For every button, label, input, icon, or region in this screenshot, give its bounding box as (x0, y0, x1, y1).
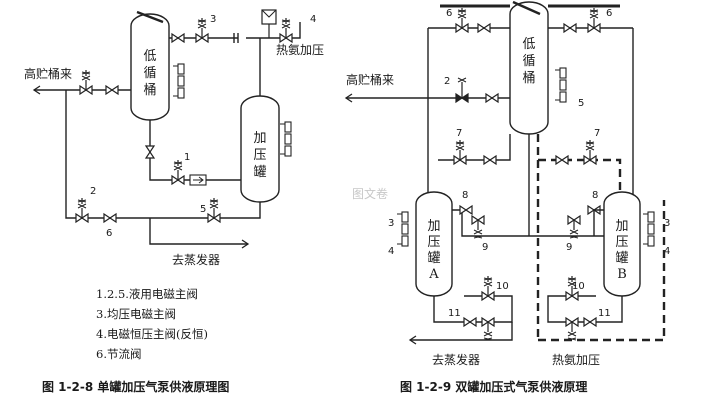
solenoid-valve-11-icon (565, 317, 579, 341)
solenoid-valve-11-icon (481, 317, 495, 341)
solenoid-valve-1-icon (171, 159, 185, 185)
hot-ammonia-label: 热氨加压 (552, 353, 600, 367)
tank-b-label-4: B (617, 267, 627, 282)
valve-number-3: 3 (210, 14, 216, 25)
solenoid-valve-6-icon (455, 7, 469, 33)
solenoid-valve-6-icon (587, 7, 601, 33)
check-valve-icon (583, 317, 597, 327)
level-switch-icon (396, 211, 409, 247)
tank-a-label-1: 加 (427, 219, 440, 234)
outlet-label: 去蒸发器 (432, 352, 480, 367)
figure-left: 低 循 桶 加 压 罐 3 4 热氨加压 高贮桶来 (24, 9, 324, 394)
valve-number-4: 4 (664, 246, 670, 257)
valve-number-4: 4 (310, 14, 316, 25)
low-circ-label-2: 循 (143, 66, 156, 81)
check-valve-icon (555, 155, 569, 165)
solenoid-valve-2-icon (75, 197, 89, 223)
valve-number-11: 11 (448, 308, 461, 319)
tank-b-label-1: 加 (615, 219, 628, 234)
outlet-label: 去蒸发器 (172, 252, 220, 267)
solenoid-valve-7-icon (453, 139, 467, 165)
press-tank-label-3: 罐 (253, 165, 266, 180)
valve-number-5: 5 (578, 98, 584, 109)
valve-number-3: 3 (664, 218, 670, 229)
press-tank-label-2: 压 (253, 148, 266, 163)
valve-number-5: 5 (200, 204, 206, 215)
check-valve-icon (145, 145, 155, 159)
valve-number-4: 4 (388, 246, 394, 257)
legend-item: 1.2.5.液用电磁主阀 (96, 287, 198, 301)
tank-a-label-2: 压 (427, 235, 440, 250)
inlet-label: 高贮桶来 (24, 66, 72, 81)
level-switch-icon (642, 211, 655, 247)
valve-number-10: 10 (572, 281, 585, 292)
solenoid-valve-9-icon (471, 215, 485, 239)
legend-item: 3.均压电磁主阀 (96, 307, 176, 321)
level-switch-icon (279, 121, 292, 157)
valve-number-9: 9 (482, 242, 488, 253)
press-tank-label-1: 加 (253, 131, 266, 146)
valve-number-8: 8 (462, 190, 468, 201)
tank-a-label-4: A (428, 267, 439, 282)
throttle-valve-6-icon (103, 213, 117, 223)
valve-number-6: 6 (446, 8, 452, 19)
valve-number-11: 11 (598, 308, 611, 319)
valve-number-6: 6 (106, 228, 112, 239)
low-circ-label-1: 低 (143, 49, 156, 64)
solenoid-valve-10-icon (481, 275, 495, 301)
valve-number-1: 1 (184, 152, 190, 163)
check-valve-icon (483, 155, 497, 165)
solenoid-valve-9-icon (567, 215, 581, 239)
valve-number-8: 8 (592, 190, 598, 201)
solenoid-valve-4-icon (279, 17, 293, 43)
solenoid-valve-5-icon (207, 197, 221, 223)
throttle-valve-icon (105, 85, 119, 95)
caption-right: 图 1-2-9 双罐加压式气泵供液原理 (400, 379, 587, 394)
tank-b-label-3: 罐 (615, 251, 628, 266)
caption-left: 图 1-2-8 单罐加压气泵供液原理图 (42, 379, 229, 394)
valve-number-7: 7 (594, 128, 600, 139)
valve-number-7: 7 (456, 128, 462, 139)
valve-number-6: 6 (606, 8, 612, 19)
level-switch-icon (554, 67, 567, 103)
tank-a-label-3: 罐 (427, 251, 440, 266)
legend-item: 4.电磁恒压主阀(反恒) (96, 327, 208, 341)
check-valve-icon (563, 23, 577, 33)
low-circ-label-3: 桶 (143, 83, 156, 98)
check-valve-icon (463, 317, 477, 327)
valve-number-3: 3 (388, 218, 394, 229)
valve-number-2: 2 (90, 186, 96, 197)
throttle-valve-icon (485, 93, 499, 103)
valve-number-10: 10 (496, 281, 509, 292)
check-valve-icon (171, 33, 185, 43)
level-switch-icon (172, 63, 185, 99)
valve-number-2: 2 (444, 76, 450, 87)
legend-item: 6.节流阀 (96, 347, 141, 361)
solenoid-valve-icon (79, 69, 93, 95)
tank-b-label-2: 压 (615, 235, 628, 250)
valve-8-icon (459, 205, 473, 215)
solenoid-valve-3-icon (195, 17, 209, 43)
figure-right: 6 6 低 循 桶 5 高贮桶来 2 7 7 加 压 (344, 0, 670, 394)
check-valve-icon (477, 23, 491, 33)
hot-ammonia-label: 热氨加压 (276, 43, 324, 57)
inlet-label: 高贮桶来 (346, 72, 394, 87)
low-circ-label-3: 桶 (522, 71, 535, 86)
solenoid-valve-7-icon (583, 139, 597, 165)
low-circ-label-1: 低 (522, 37, 535, 52)
watermark: 图文卷 (352, 186, 388, 201)
valve-number-9: 9 (566, 242, 572, 253)
low-circ-label-2: 循 (522, 54, 535, 69)
